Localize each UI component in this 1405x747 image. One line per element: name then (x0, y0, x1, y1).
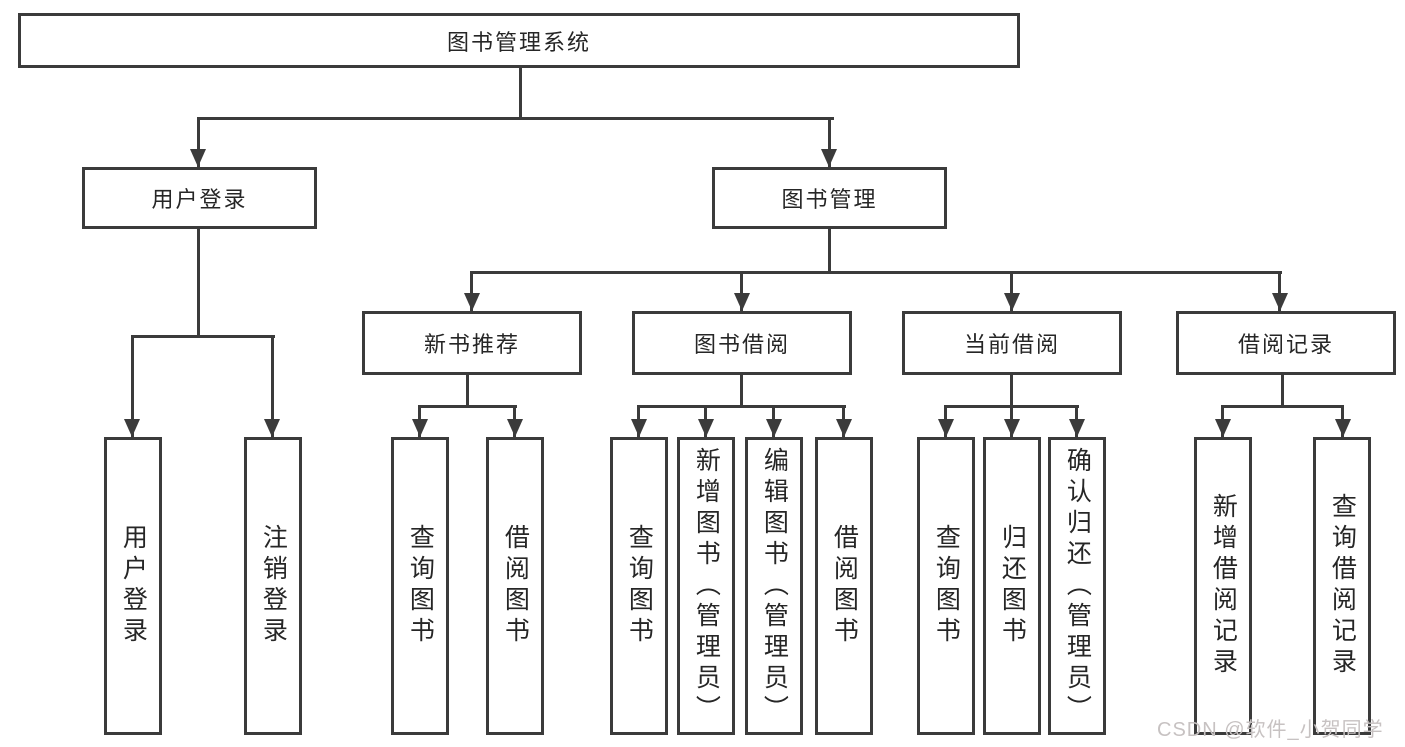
connector-g4-stem (1010, 375, 1013, 408)
node-root: 图书管理系统 (18, 13, 1020, 68)
arrowhead-book-mgmt (821, 149, 837, 167)
node-borrow-records: 借阅记录 (1176, 311, 1396, 375)
connector-l3-drop-4 (1278, 271, 1281, 311)
connector-g3-stem (740, 375, 743, 408)
connector-g2-stem (466, 375, 469, 408)
leaf-user-login: 用户登录 (104, 437, 162, 735)
arrowhead-g3-1 (631, 419, 647, 437)
leaf-query-books-current-label: 查询图书 (932, 524, 961, 648)
arrowhead-user-login (190, 149, 206, 167)
node-user-login: 用户登录 (82, 167, 317, 229)
leaf-confirm-return-admin: 确认归还（管理员） (1048, 437, 1106, 735)
leaf-query-borrow-record: 查询借阅记录 (1313, 437, 1371, 735)
leaf-query-books-borrow-label: 查询图书 (625, 524, 654, 648)
node-book-management: 图书管理 (712, 167, 947, 229)
connector-user-login-stem (197, 229, 200, 335)
arrowhead-l3-1 (464, 293, 480, 311)
connector-g5-bus (1222, 405, 1344, 408)
leaf-logout-label: 注销登录 (259, 524, 288, 648)
connector-login-leaf1-drop (131, 335, 134, 437)
arrowhead-g3-2 (698, 419, 714, 437)
leaf-borrow-books: 借阅图书 (815, 437, 873, 735)
connector-l3-drop-2 (740, 271, 743, 311)
leaf-borrow-books-recommend-label: 借阅图书 (501, 524, 530, 648)
leaf-query-borrow-record-label: 查询借阅记录 (1328, 493, 1357, 679)
node-book-borrow-label: 图书借阅 (693, 332, 790, 357)
leaf-add-borrow-record-label: 新增借阅记录 (1209, 493, 1238, 679)
connector-g3-bus (638, 405, 846, 408)
leaf-add-books-admin: 新增图书（管理员） (677, 437, 735, 735)
node-current-borrow: 当前借阅 (902, 311, 1122, 375)
leaf-add-books-admin-label: 新增图书（管理员） (692, 446, 721, 726)
connector-book-mgmt-stem (828, 229, 831, 274)
node-user-login-label: 用户登录 (151, 187, 248, 212)
connector-root-stem (519, 68, 522, 120)
connector-level3-bus (470, 271, 1282, 274)
arrowhead-g4-2 (1004, 419, 1020, 437)
leaf-logout: 注销登录 (244, 437, 302, 735)
node-book-borrow: 图书借阅 (632, 311, 852, 375)
arrowhead-l3-2 (734, 293, 750, 311)
node-new-book-recommend-label: 新书推荐 (423, 332, 520, 357)
leaf-return-books-label: 归还图书 (998, 524, 1027, 648)
connector-level2-bus (197, 117, 834, 120)
arrowhead-g4-3 (1069, 419, 1085, 437)
leaf-query-books-recommend-label: 查询图书 (406, 524, 435, 648)
arrowhead-l3-3 (1004, 293, 1020, 311)
arrowhead-g3-3 (766, 419, 782, 437)
arrowhead-l3-4 (1272, 293, 1288, 311)
connector-login-group-bus (132, 335, 275, 338)
connector-login-leaf2-drop (271, 335, 274, 437)
leaf-confirm-return-admin-label: 确认归还（管理员） (1063, 446, 1092, 726)
arrowhead-login-leaf2 (264, 419, 280, 437)
arrowhead-g4-1 (938, 419, 954, 437)
arrowhead-g5-2 (1335, 419, 1351, 437)
arrowhead-login-leaf1 (124, 419, 140, 437)
node-root-label: 图书管理系统 (446, 29, 591, 55)
csdn-watermark: CSDN @软件_小贺同学 (1157, 719, 1384, 741)
leaf-return-books: 归还图书 (983, 437, 1041, 735)
connector-l3-drop-3 (1010, 271, 1013, 311)
leaf-user-login-label: 用户登录 (119, 524, 148, 648)
node-current-borrow-label: 当前借阅 (963, 332, 1060, 357)
node-borrow-records-label: 借阅记录 (1237, 332, 1334, 357)
connector-g2-bus (419, 405, 517, 408)
connector-g5-stem (1281, 375, 1284, 408)
node-new-book-recommend: 新书推荐 (362, 311, 582, 375)
leaf-borrow-books-label: 借阅图书 (830, 524, 859, 648)
arrowhead-g2-1 (412, 419, 428, 437)
leaf-query-books-recommend: 查询图书 (391, 437, 449, 735)
leaf-edit-books-admin: 编辑图书（管理员） (745, 437, 803, 735)
arrowhead-g5-1 (1215, 419, 1231, 437)
leaf-edit-books-admin-label: 编辑图书（管理员） (760, 446, 789, 726)
connector-user-login-drop (197, 117, 200, 167)
arrowhead-g3-4 (836, 419, 852, 437)
leaf-query-books-borrow: 查询图书 (610, 437, 668, 735)
connector-book-mgmt-drop (828, 117, 831, 167)
leaf-borrow-books-recommend: 借阅图书 (486, 437, 544, 735)
leaf-query-books-current: 查询图书 (917, 437, 975, 735)
connector-l3-drop-1 (470, 271, 473, 311)
node-book-management-label: 图书管理 (781, 187, 878, 212)
arrowhead-g2-2 (507, 419, 523, 437)
leaf-add-borrow-record: 新增借阅记录 (1194, 437, 1252, 735)
